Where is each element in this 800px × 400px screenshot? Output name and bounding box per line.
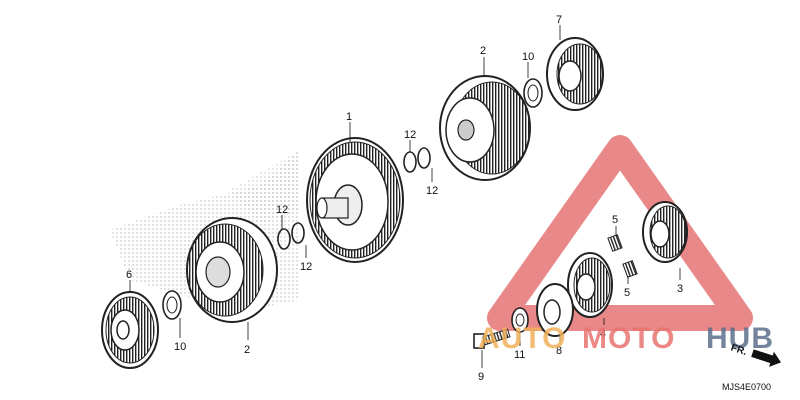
gear-part-6 xyxy=(101,291,159,369)
diagram-code: MJS4E0700 xyxy=(722,382,771,392)
plate-part-8 xyxy=(536,283,574,337)
callout-c5b: 5 xyxy=(624,287,630,299)
gear-part-3 xyxy=(642,201,688,263)
watermark-text-auto: AUTO xyxy=(478,322,566,355)
callout-c12a: 12 xyxy=(276,204,288,216)
housing-outline-upper xyxy=(230,150,300,225)
callout-c10a: 10 xyxy=(174,341,186,353)
watermark-text-moto: MOTO xyxy=(582,322,675,355)
spring-part-5 xyxy=(607,234,638,278)
callout-c9: 9 xyxy=(478,371,484,383)
callout-c5a: 5 xyxy=(612,214,618,226)
washer-part-11 xyxy=(511,307,529,333)
callout-c12c: 12 xyxy=(404,129,416,141)
callout-labels: 1 2 2 3 4 5 5 6 7 8 9 10 10 11 12 12 12 … xyxy=(126,14,683,383)
clutch-part-2-upper xyxy=(439,75,531,181)
callout-c6: 6 xyxy=(126,269,132,281)
gear-part-4 xyxy=(567,252,613,318)
primary-gear-part-1 xyxy=(306,137,404,263)
front-arrow-icon xyxy=(751,349,781,367)
callout-c3: 3 xyxy=(677,283,683,295)
callout-c1: 1 xyxy=(346,111,352,123)
front-direction-marker: FR. xyxy=(729,343,781,367)
bolt-part-9 xyxy=(473,328,511,349)
callout-c4: 4 xyxy=(600,328,606,340)
callout-c10b: 10 xyxy=(522,51,534,63)
clutch-part-2-lower xyxy=(186,217,278,323)
callout-c11: 11 xyxy=(514,349,525,361)
washer-part-10-upper xyxy=(523,78,543,108)
callout-c12d: 12 xyxy=(426,185,438,197)
watermark-text-hub: HUB xyxy=(706,322,774,355)
callout-c7: 7 xyxy=(556,14,562,26)
callout-c2b: 2 xyxy=(244,344,250,356)
front-marker-label: FR. xyxy=(729,343,748,359)
oring-part-12-lower xyxy=(277,222,305,250)
callout-c12b: 12 xyxy=(300,261,312,273)
watermark-triangle xyxy=(487,135,753,331)
gear-part-7 xyxy=(546,37,604,111)
oring-part-12-upper xyxy=(403,147,431,173)
watermark-brand: AUTO MOTO HUB xyxy=(478,322,774,355)
washer-part-10-lower xyxy=(162,290,182,320)
callout-c2a: 2 xyxy=(480,45,486,57)
callout-c8: 8 xyxy=(556,345,562,357)
leader-lines xyxy=(129,25,681,368)
